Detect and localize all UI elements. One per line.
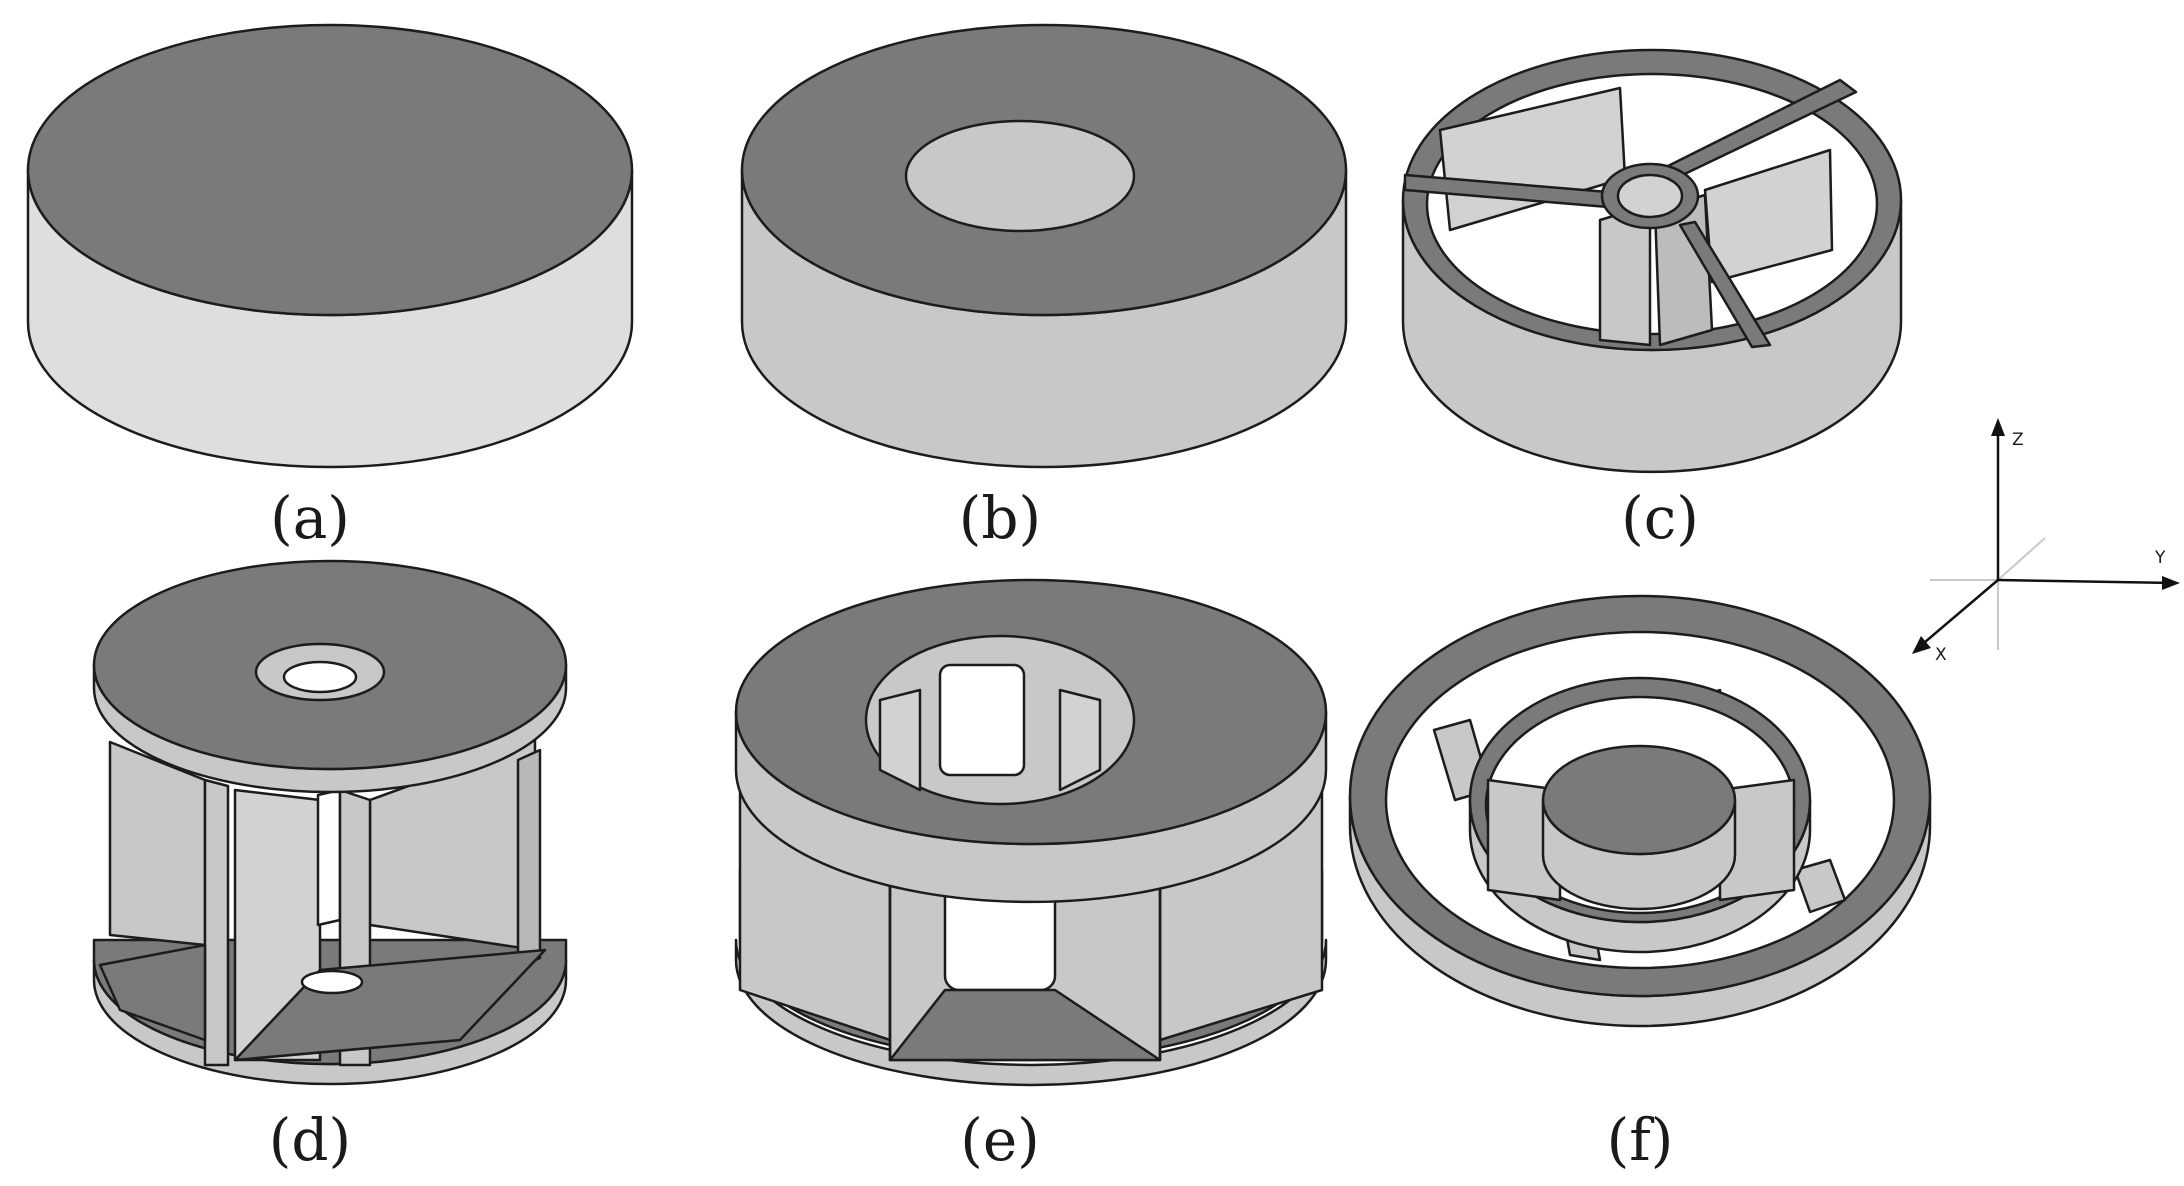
panel-b-ring [740, 23, 1348, 469]
panel-f-concentric-rings [1348, 594, 1932, 1028]
x-axis-label: X [1935, 645, 1947, 665]
panel-f-caption: (f) [1607, 1106, 1674, 1174]
y-axis-arrow-icon [2162, 576, 2180, 590]
panel-d-plate-assembly [92, 559, 568, 1086]
panel-c-spoked-rim [1401, 48, 1903, 474]
panel-e-ring-frame [734, 578, 1328, 1087]
x-axis-line [1917, 579, 1999, 649]
y-axis-label: Y [2154, 548, 2166, 568]
panel-c-caption: (c) [1621, 484, 1699, 552]
panel-b-caption: (b) [959, 484, 1041, 552]
panel-d-caption: (d) [269, 1106, 351, 1174]
panel-a-solid-disc [26, 23, 634, 469]
z-axis-label: Z [2012, 430, 2024, 450]
panel-e-caption: (e) [960, 1106, 1040, 1174]
z-axis-arrow-icon [1991, 418, 2005, 436]
panel-a-caption: (a) [270, 484, 350, 552]
y-axis-line [1997, 578, 2173, 585]
x-axis-arrow-icon [1912, 636, 1931, 654]
coordinate-axes: Z Y X [1912, 418, 2180, 665]
